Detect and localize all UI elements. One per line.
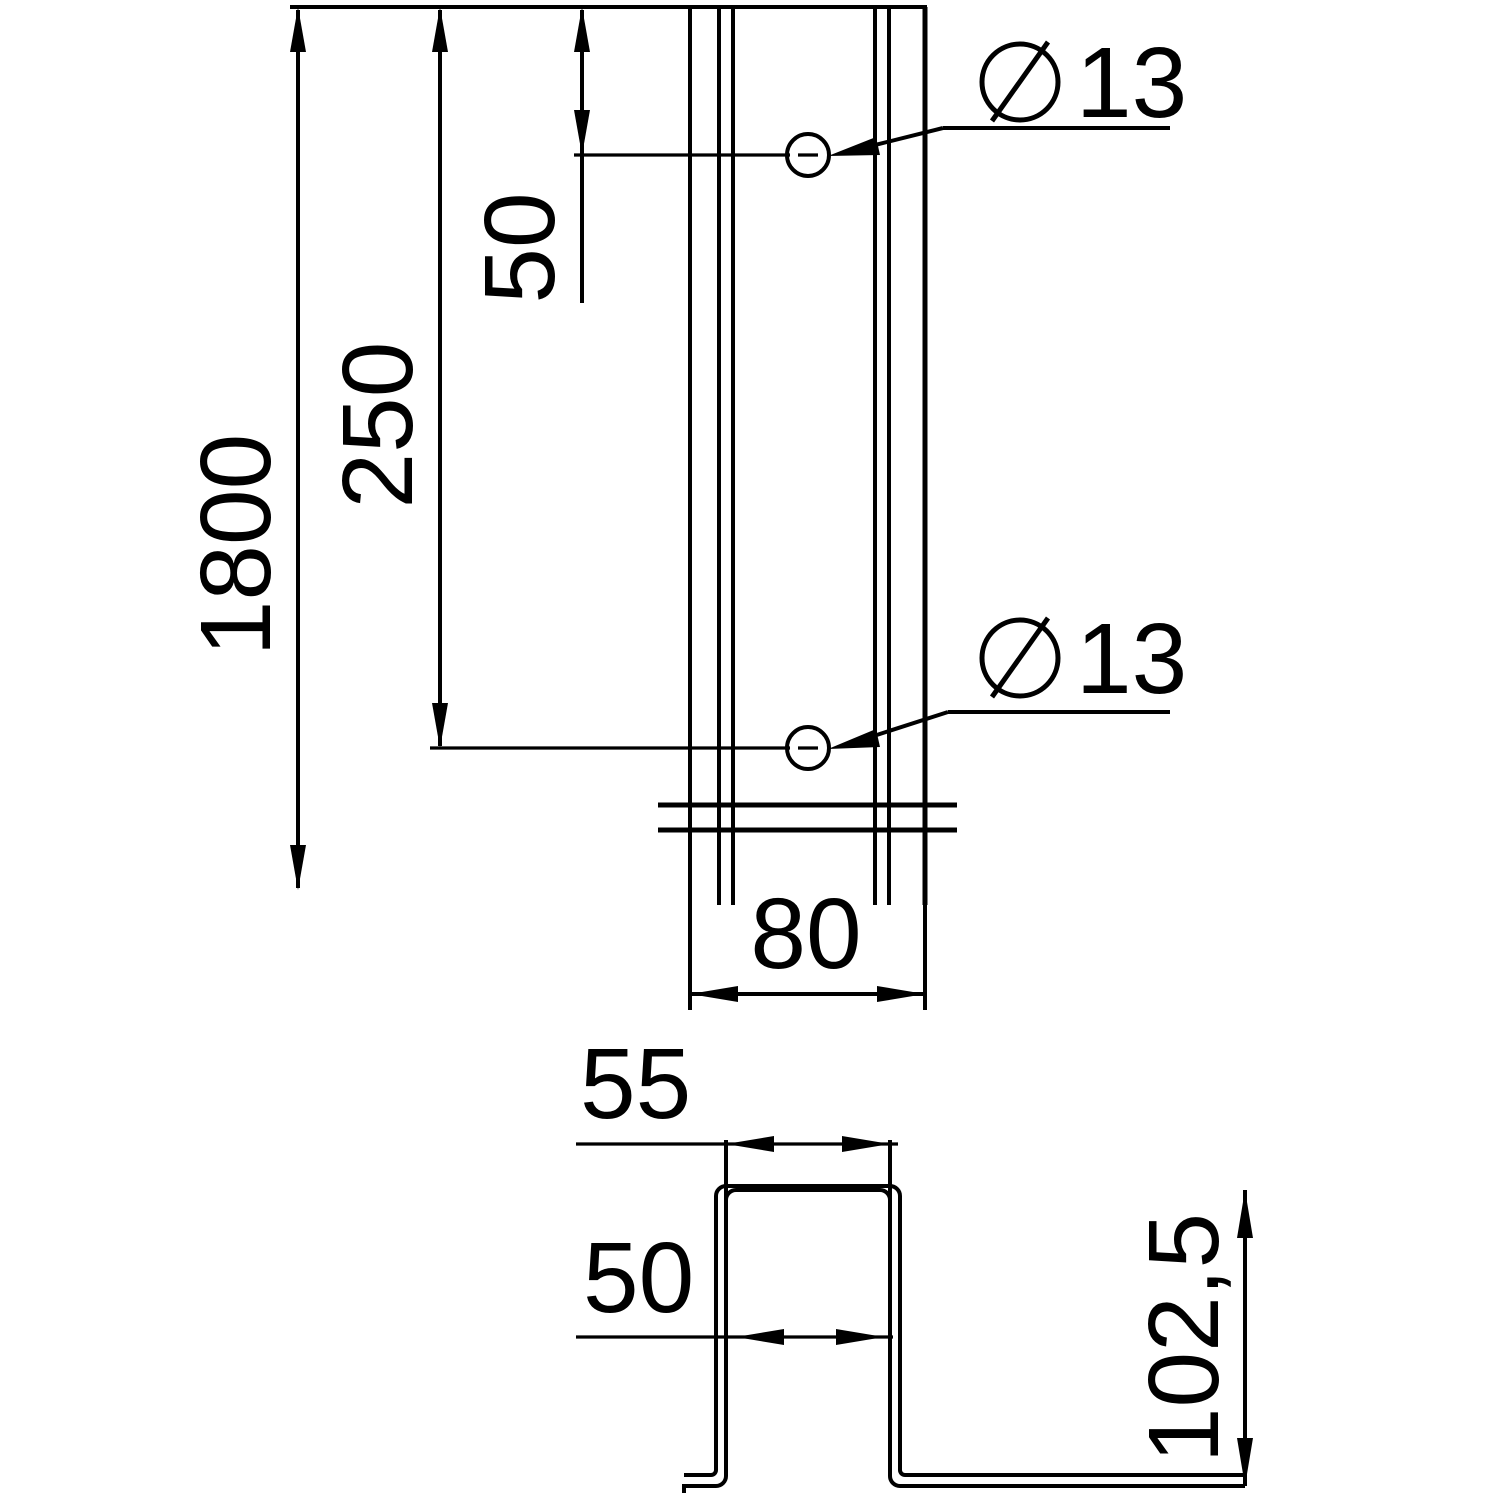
- callout-diameter-13-upper: 13: [828, 27, 1187, 156]
- upper-leader-arrowhead: [828, 137, 880, 156]
- dim-55-arrow-right: [842, 1136, 890, 1152]
- dim-50-sec-arrow-right: [836, 1329, 884, 1345]
- dim-55-label: 55: [580, 1028, 691, 1140]
- dim-50-label: 50: [464, 192, 576, 303]
- lower-leader-arrowhead: [828, 729, 880, 749]
- dimension-50-section: 50: [576, 1222, 893, 1345]
- dim-1800-arrow-bottom: [290, 845, 306, 890]
- dim-50-arrow-top: [574, 7, 590, 52]
- dim-80-arrow-right: [877, 986, 925, 1002]
- section-inner-contour: [684, 1184, 1245, 1477]
- dim-50-sec-label: 50: [583, 1222, 694, 1334]
- dim-250-arrow-bottom: [432, 703, 448, 748]
- section-outer-contour: [682, 1188, 1245, 1493]
- hole-center-extension-lines: [430, 153, 790, 750]
- dim-80-label: 80: [750, 878, 861, 990]
- dim-50-sec-arrow-left: [736, 1329, 784, 1345]
- dimension-55: 55: [576, 1028, 898, 1220]
- dimension-80: 80: [688, 878, 927, 1010]
- dim-102-5-label: 102,5: [1128, 1213, 1240, 1463]
- dim-250-label: 250: [322, 342, 434, 509]
- elevation-profile-geometry: [658, 7, 957, 905]
- dim-250-arrow-top: [432, 7, 448, 52]
- dim-55-arrow-left: [726, 1136, 774, 1152]
- dim-102-5-arrow-top: [1237, 1190, 1253, 1238]
- dimension-1800: 1800: [180, 7, 306, 890]
- section-profile-geometry: [682, 1184, 1245, 1493]
- dimension-250: 250: [322, 7, 448, 748]
- callout-diameter-13-lower: 13: [828, 603, 1187, 749]
- dimension-50-elevation: 50: [464, 7, 590, 304]
- mounting-holes: [785, 132, 831, 771]
- diameter-symbol-icon-lower: [979, 616, 1061, 699]
- dim-50-arrow-bottom: [574, 110, 590, 155]
- dimension-102-5: 102,5: [1128, 1190, 1253, 1486]
- dia-13-lower-label: 13: [1076, 603, 1187, 715]
- dim-80-arrow-left: [690, 986, 738, 1002]
- diameter-symbol-icon-upper: [979, 40, 1061, 123]
- dim-1800-label: 1800: [180, 434, 292, 656]
- dim-102-5-arrow-bottom: [1237, 1438, 1253, 1486]
- dia-13-upper-label: 13: [1076, 27, 1187, 139]
- dim-1800-arrow-top: [290, 7, 306, 52]
